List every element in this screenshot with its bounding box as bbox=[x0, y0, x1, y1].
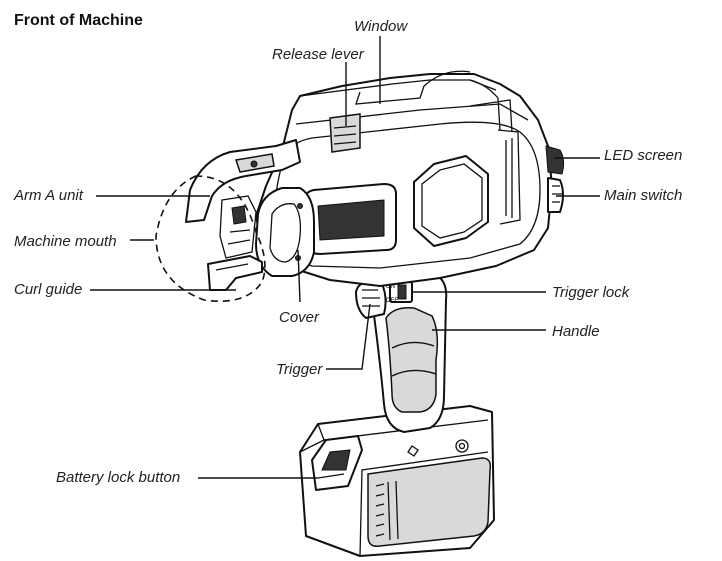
trigger-lock-on-text: ON bbox=[386, 284, 395, 290]
label-led-screen: LED screen bbox=[604, 147, 682, 164]
label-release-lever: Release lever bbox=[272, 46, 365, 63]
machine-body bbox=[255, 70, 553, 287]
arm-a-unit[interactable] bbox=[185, 139, 301, 223]
battery-lock-button[interactable] bbox=[311, 435, 363, 491]
trigger[interactable] bbox=[355, 281, 387, 319]
label-window: Window bbox=[354, 18, 408, 35]
trigger-lock-off-text: OFF bbox=[386, 298, 398, 304]
main-switch[interactable] bbox=[547, 177, 564, 213]
label-arm-a-unit: Arm A unit bbox=[13, 187, 84, 204]
label-trigger: Trigger bbox=[276, 361, 323, 378]
label-cover: Cover bbox=[279, 309, 320, 326]
label-curl-guide: Curl guide bbox=[14, 281, 82, 298]
label-machine-mouth: Machine mouth bbox=[14, 233, 117, 250]
figure-title: Front of Machine bbox=[14, 12, 143, 29]
cover[interactable] bbox=[255, 187, 315, 277]
label-battery-lock-button: Battery lock button bbox=[56, 469, 180, 486]
led-screen bbox=[545, 145, 565, 175]
leader-lines bbox=[90, 36, 600, 479]
machine-mouth-mechanism bbox=[219, 195, 257, 259]
mouth-highlight-outline bbox=[155, 175, 266, 302]
curl-guide[interactable] bbox=[207, 255, 263, 291]
handle[interactable] bbox=[371, 273, 448, 433]
label-handle: Handle bbox=[552, 323, 600, 340]
label-main-switch: Main switch bbox=[604, 187, 682, 204]
label-trigger-lock: Trigger lock bbox=[552, 284, 631, 301]
